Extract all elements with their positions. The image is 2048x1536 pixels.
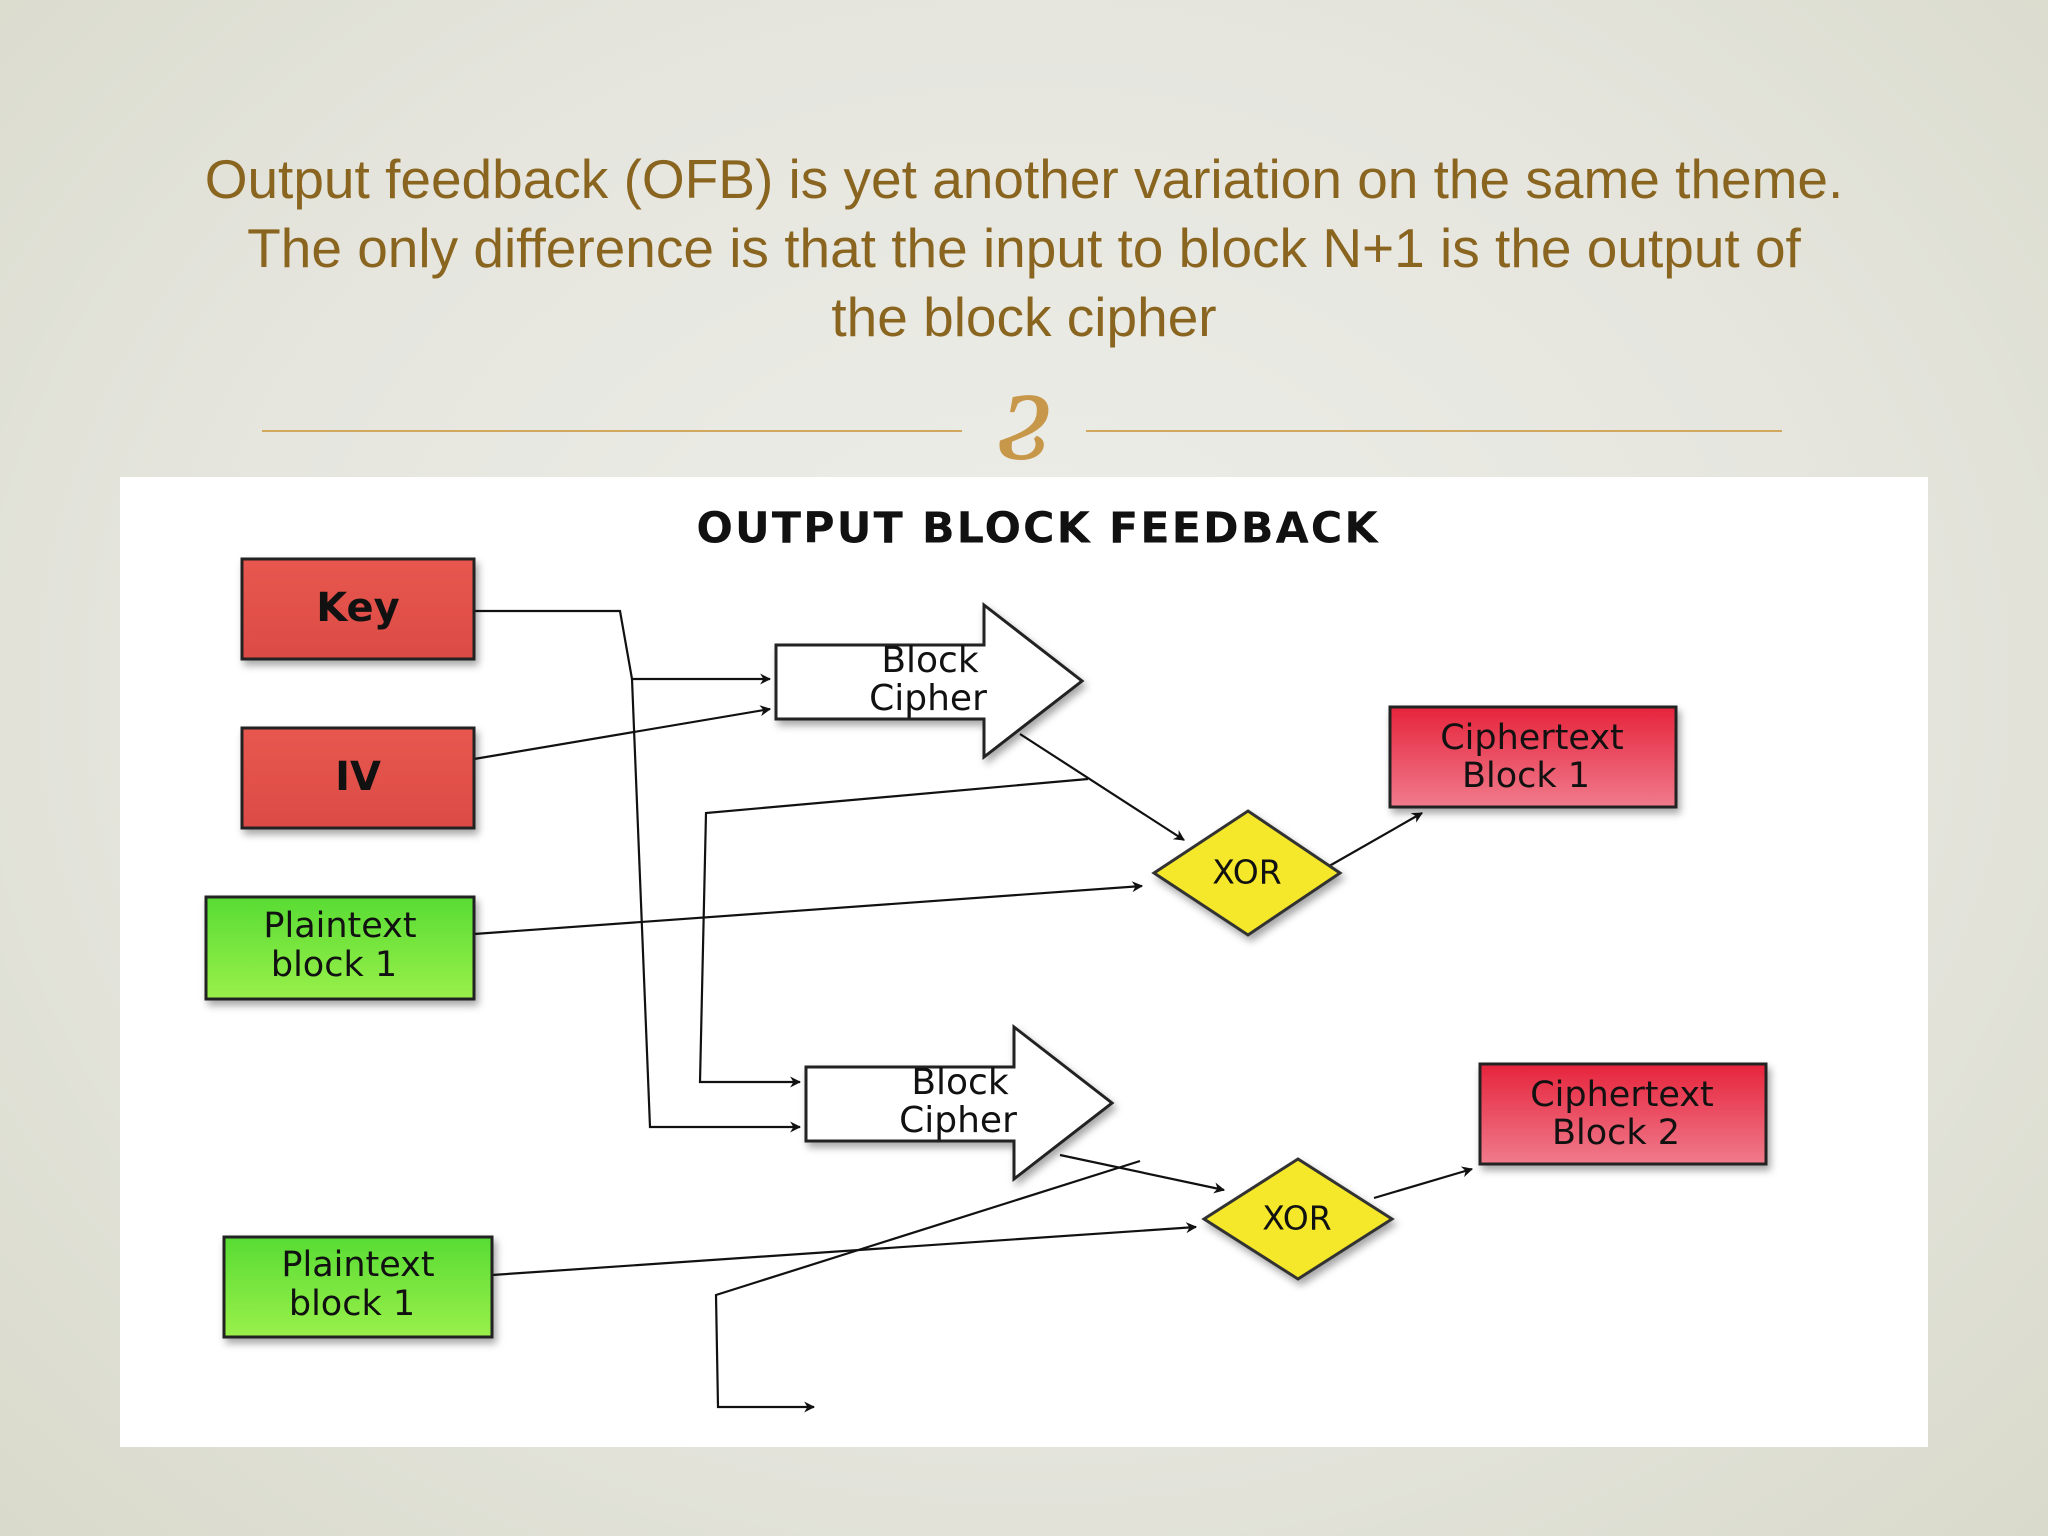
key-to-cipher-2-line: [630, 678, 802, 1133]
xor-1-to-ciphertext-1-line: [1323, 812, 1423, 870]
ciphertext-block-2-line-1: Ciphertext: [1530, 1075, 1714, 1115]
key-to-cipher-1-line: [474, 609, 772, 685]
block-cipher-1-arrow: Block Cipher: [774, 601, 1085, 761]
plaintext-2-to-xor-2-line: [491, 1222, 1198, 1277]
plaintext-block-1-line-2: block 1: [271, 945, 397, 985]
iv-box: IV: [240, 726, 476, 830]
ciphertext-block-1-box: Ciphertext Block 1: [1388, 705, 1678, 809]
cipher-2-to-xor-2-line: [1059, 1153, 1226, 1194]
ciphertext-block-1-line-2: Block 1: [1462, 756, 1590, 796]
feedback-cipher-1-to-cipher-2-line: [698, 777, 1089, 1088]
key-label: Key: [316, 585, 400, 631]
iv-label: IV: [335, 754, 381, 800]
plaintext-block-2-line-1: Plaintext: [281, 1245, 434, 1285]
key-box: Key: [240, 557, 476, 661]
connectors: [473, 609, 1474, 1413]
slide-title-line-3: the block cipher: [831, 286, 1217, 348]
plaintext-block-2-box: Plaintext block 1: [222, 1235, 494, 1339]
xor-2-label: XOR: [1262, 1199, 1331, 1238]
ciphertext-block-1-line-1: Ciphertext: [1440, 718, 1624, 758]
plaintext-block-1-line-1: Plaintext: [263, 906, 416, 946]
xor-1-label: XOR: [1212, 853, 1281, 892]
block-cipher-2-arrow: Block Cipher: [804, 1023, 1115, 1183]
iv-to-cipher-1-line: [473, 705, 772, 761]
ciphertext-block-2-line-2: Block 2: [1552, 1113, 1680, 1153]
cipher-1-to-xor-1-line: [1019, 733, 1185, 841]
ofb-diagram: OUTPUT BLOCK FEEDBACK: [204, 504, 1768, 1413]
plaintext-1-to-xor-1-line: [473, 881, 1144, 936]
scroll-ornament-icon: Ϩ: [995, 369, 1053, 482]
block-cipher-2-line-1: Block: [911, 1062, 1009, 1103]
block-cipher-2-line-2: Cipher: [899, 1100, 1017, 1141]
ciphertext-block-2-box: Ciphertext Block 2: [1478, 1062, 1768, 1166]
divider-rule-left: [262, 430, 962, 432]
slide-title-line-2: The only difference is that the input to…: [247, 217, 1801, 279]
plaintext-block-2-line-2: block 1: [289, 1284, 415, 1324]
diagram-panel: OUTPUT BLOCK FEEDBACK: [120, 477, 1928, 1447]
diagram-title: OUTPUT BLOCK FEEDBACK: [696, 504, 1379, 554]
block-cipher-1-line-1: Block: [881, 640, 979, 681]
slide-title-line-1: Output feedback (OFB) is yet another var…: [204, 148, 1844, 210]
block-cipher-1-line-2: Cipher: [869, 678, 987, 719]
plaintext-block-1-box: Plaintext block 1: [204, 895, 476, 1001]
xor-2-to-ciphertext-2-line: [1373, 1166, 1474, 1200]
xor-1-diamond: XOR: [1151, 809, 1343, 937]
xor-2-diamond: XOR: [1201, 1157, 1395, 1281]
divider-rule-right: [1086, 430, 1782, 432]
feedback-out-of-cipher-2-line: [714, 1159, 1141, 1413]
